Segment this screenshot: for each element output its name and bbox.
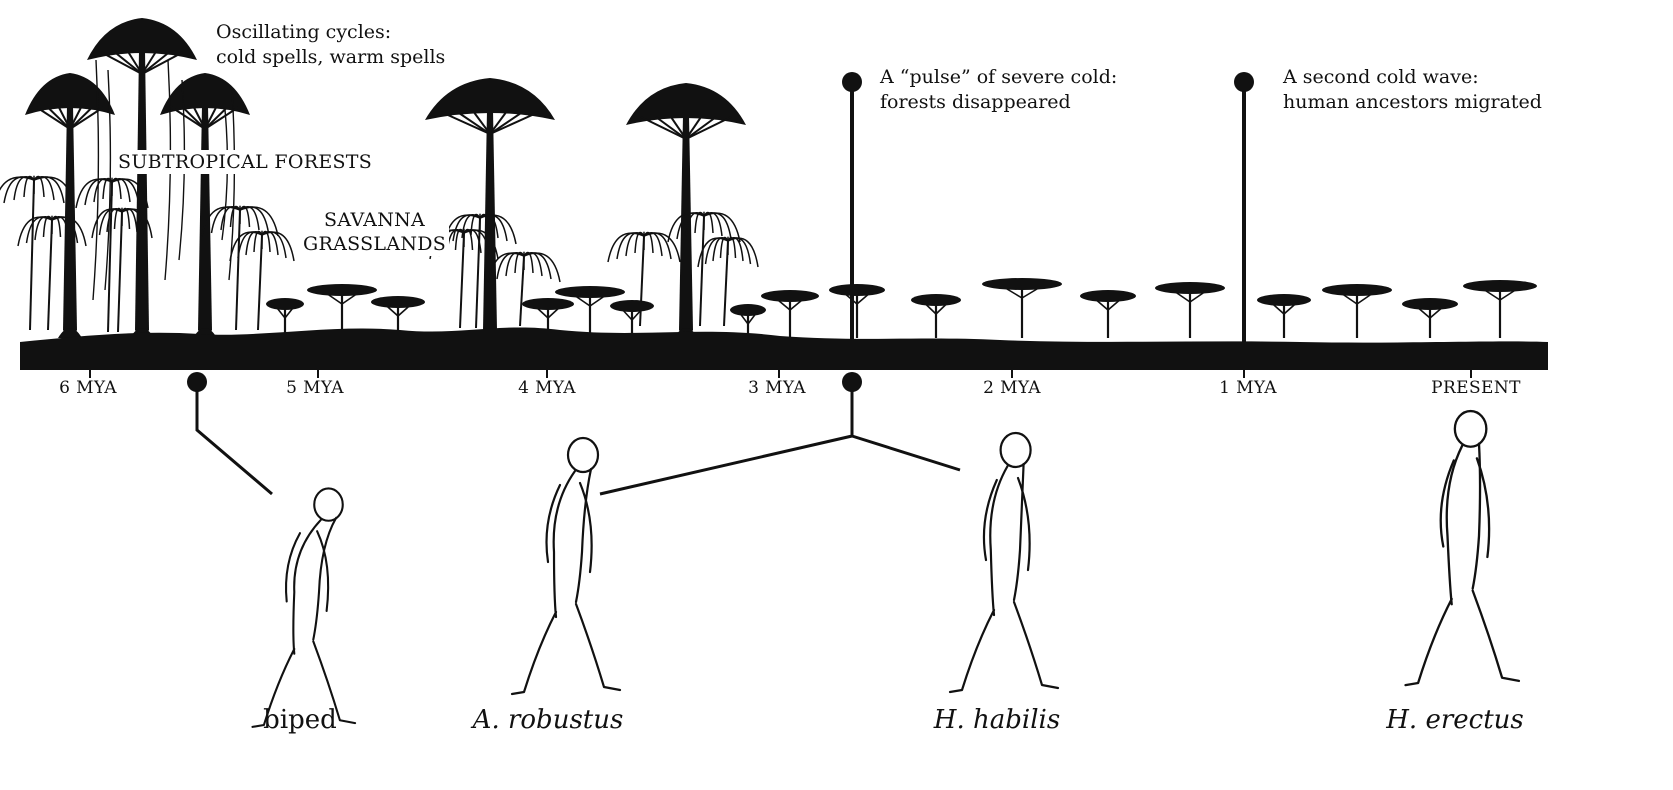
a-robustus-label: A. robustus: [473, 705, 624, 735]
umbrella-tree: [25, 73, 115, 338]
habilis-connector: [852, 436, 960, 470]
acacia-tree: [555, 286, 625, 338]
acacia-tree: [761, 290, 819, 338]
second-wave-marker-dot: [1234, 72, 1254, 92]
acacia-tree: [982, 278, 1062, 338]
h-erectus-figure: [1406, 411, 1519, 685]
savanna-grasslands-label: SAVANNA GRASSLANDS: [300, 208, 449, 256]
tick-label-6mya: 6 MYA: [59, 378, 117, 398]
liana: [229, 90, 234, 280]
h-habilis-label: H. habilis: [934, 705, 1060, 735]
palm-tree: [444, 214, 516, 328]
h-habilis-figure: [950, 433, 1058, 692]
tick-label-5mya: 5 MYA: [286, 378, 344, 398]
ground-strip: [20, 327, 1548, 366]
tick-label-present: PRESENT: [1431, 378, 1521, 398]
tick-label-4mya: 4 MYA: [518, 378, 576, 398]
palm-tree: [608, 232, 680, 326]
second-wave-note: A second cold wave: human ancestors migr…: [1283, 65, 1542, 115]
robustus-connector: [600, 382, 852, 494]
palm-tree: [0, 176, 74, 330]
umbrella-tree: [87, 18, 197, 338]
oscillating-cycles-note: Oscillating cycles: cold spells, warm sp…: [216, 20, 445, 70]
timeline-axis: [20, 366, 1548, 370]
a-robustus-figure: [512, 438, 620, 694]
palm-tree: [202, 206, 278, 330]
biped-figure: [253, 488, 356, 726]
acacia-tree: [1402, 298, 1458, 338]
acacia-tree: [1080, 290, 1136, 338]
palm-tree: [668, 212, 740, 326]
acacia-tree: [1155, 282, 1225, 338]
biped-connector: [197, 382, 272, 494]
pulse-note: A “pulse” of severe cold: forests disapp…: [880, 65, 1117, 115]
acacia-tree: [610, 300, 654, 338]
savanna-vegetation: [266, 278, 1537, 338]
acacia-tree: [911, 294, 961, 338]
acacia-tree: [1257, 294, 1311, 338]
tick-label-1mya: 1 MYA: [1219, 378, 1277, 398]
subtropical-forests-label: SUBTROPICAL FORESTS: [114, 150, 376, 174]
hominid-figures: [253, 411, 1519, 727]
pulse-marker-dot: [842, 72, 862, 92]
h-erectus-label: H. erectus: [1386, 705, 1524, 735]
palm-tree: [488, 252, 560, 326]
biped-label: biped: [263, 705, 337, 735]
acacia-tree: [1463, 280, 1537, 338]
umbrella-tree: [626, 83, 746, 338]
acacia-tree: [829, 284, 885, 338]
tick-label-3mya: 3 MYA: [748, 378, 806, 398]
tick-label-2mya: 2 MYA: [983, 378, 1041, 398]
acacia-tree: [1322, 284, 1392, 338]
